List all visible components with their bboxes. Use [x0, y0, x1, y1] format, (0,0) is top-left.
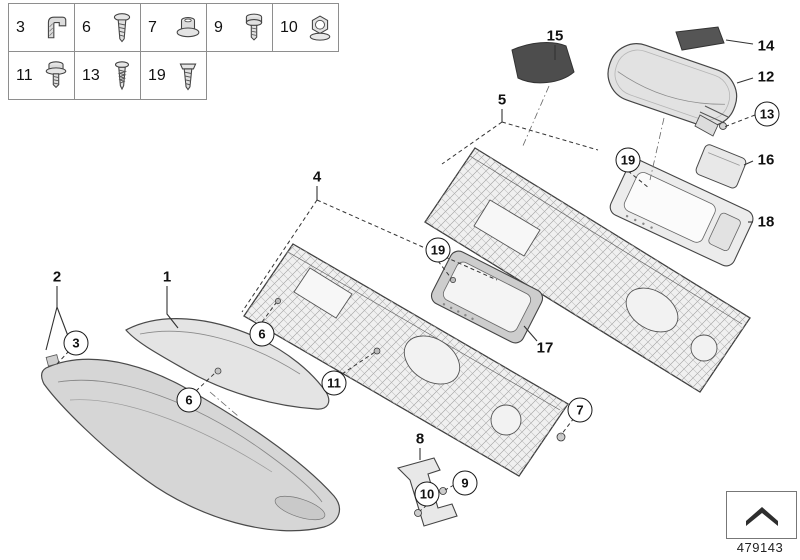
leader-lines — [45, 39, 754, 460]
fastener-cell-3[interactable]: 3 — [8, 3, 75, 52]
callout-19-circled[interactable]: 19 — [615, 147, 641, 173]
part-storage-tray — [609, 159, 754, 267]
fastener-cell-10[interactable]: 10 — [272, 3, 339, 52]
clip-icon — [43, 11, 69, 45]
screw-mark — [450, 277, 456, 283]
callout-14[interactable]: 14 — [757, 37, 775, 55]
callout-11-circled[interactable]: 11 — [321, 370, 347, 396]
coarse-screw-icon — [109, 59, 135, 93]
callout-18[interactable]: 18 — [757, 213, 775, 231]
diagram-thumbnail-icon — [745, 507, 778, 526]
fastener-cell-6[interactable]: 6 — [74, 3, 141, 52]
fastener-legend-row-2: 11 13 19 — [8, 51, 339, 100]
part-cover — [695, 144, 747, 189]
fastener-number: 9 — [214, 18, 223, 36]
part-side-trim-outer — [40, 354, 341, 532]
callout-16[interactable]: 16 — [757, 151, 775, 169]
callout-3-circled[interactable]: 3 — [63, 330, 89, 356]
callout-5[interactable]: 5 — [497, 91, 507, 109]
leader-lines-dashed — [55, 114, 756, 512]
fastener-number: 7 — [148, 18, 157, 36]
part-trim-pad-front — [511, 42, 575, 84]
fastener-number: 11 — [16, 66, 33, 84]
fastener-cell-19[interactable]: 19 — [140, 51, 207, 100]
callout-10-circled[interactable]: 10 — [414, 481, 440, 507]
fastener-number: 6 — [82, 18, 91, 36]
drawing-number: 479143 — [736, 540, 784, 555]
fastener-number: 19 — [148, 66, 166, 84]
callout-1[interactable]: 1 — [162, 268, 172, 286]
fastener-cell-9[interactable]: 9 — [206, 3, 273, 52]
flange-nut-icon — [175, 11, 201, 45]
alignment-lines — [209, 85, 665, 417]
fastener-legend: 3 6 7 9 10 11 — [8, 3, 339, 100]
callout-9-circled[interactable]: 9 — [452, 470, 478, 496]
part-trim-pad-rear — [675, 26, 725, 51]
bolt-washer-icon — [43, 59, 69, 93]
callout-7-circled[interactable]: 7 — [567, 397, 593, 423]
callout-12[interactable]: 12 — [757, 68, 775, 86]
callout-6-circled[interactable]: 6 — [176, 387, 202, 413]
part-armrest — [607, 43, 738, 127]
drawing-thumbnail-box[interactable] — [726, 491, 797, 539]
fastener-number: 3 — [16, 18, 25, 36]
callout-15[interactable]: 15 — [546, 27, 564, 45]
torx-screw-icon — [175, 59, 201, 93]
fastener-cell-7[interactable]: 7 — [140, 3, 207, 52]
part-console-carrier-rear — [424, 147, 751, 393]
part-side-trim-inner — [125, 318, 330, 410]
part-storage-insert — [430, 250, 544, 344]
callout-13-circled[interactable]: 13 — [754, 101, 780, 127]
callout-17[interactable]: 17 — [536, 339, 554, 357]
fastener-cell-13[interactable]: 13 — [74, 51, 141, 100]
screw-icon — [109, 11, 135, 45]
nut-icon — [307, 11, 333, 45]
callout-4[interactable]: 4 — [312, 168, 322, 186]
callout-2[interactable]: 2 — [52, 268, 62, 286]
callout-8[interactable]: 8 — [415, 430, 425, 448]
fastener-number: 13 — [82, 66, 100, 84]
fastener-legend-row-1: 3 6 7 9 10 — [8, 3, 339, 52]
part-console-carrier-front — [243, 243, 569, 477]
fastener-cell-11[interactable]: 11 — [8, 51, 75, 100]
fastener-number: 10 — [280, 18, 298, 36]
bolt-icon — [241, 11, 267, 45]
callout-6-circled[interactable]: 6 — [249, 321, 275, 347]
callout-19-circled[interactable]: 19 — [425, 237, 451, 263]
